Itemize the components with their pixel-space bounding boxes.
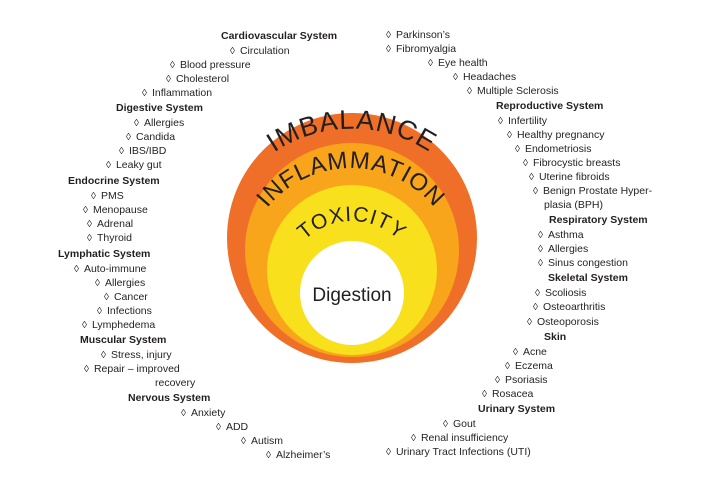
list-item: Allergies (95, 277, 145, 290)
endocrine-heading: Endocrine System (68, 175, 160, 187)
reproductive-heading: Reproductive System (496, 100, 604, 112)
list-item: Adrenal (87, 218, 133, 231)
list-item: Allergies (134, 117, 184, 130)
list-item: Osteoarthritis (533, 301, 605, 314)
digestion-label: Digestion (312, 285, 391, 306)
list-item: Auto-immune (74, 263, 146, 276)
list-item: IBS/IBD (119, 145, 166, 158)
respiratory-heading: Respiratory System (549, 214, 648, 226)
list-item: Uterine fibroids (529, 171, 610, 184)
list-item: Leaky gut (106, 159, 162, 172)
list-item: Anxiety (181, 407, 225, 420)
skin-heading: Skin (544, 331, 567, 343)
list-item-continuation: plasia (BPH) (544, 199, 603, 211)
list-item: Sinus congestion (538, 257, 628, 270)
list-item: Asthma (538, 229, 584, 242)
list-item: Scoliosis (535, 287, 586, 300)
list-item: Circulation (230, 45, 290, 58)
lymphatic-heading: Lymphatic System (58, 248, 151, 260)
list-item: Acne (513, 346, 547, 359)
list-item: Stress, injury (101, 349, 172, 362)
list-item: Healthy pregnancy (507, 129, 605, 142)
list-item: Cholesterol (166, 73, 229, 86)
list-item: Infections (97, 305, 152, 318)
list-item: Lymphedema (82, 319, 155, 332)
cardiovascular-heading: Cardiovascular System (221, 30, 338, 42)
list-item: Benign Prostate Hyper- (533, 185, 652, 198)
list-item: ADD (216, 421, 248, 434)
list-item: Cancer (104, 291, 148, 304)
list-item: Inflammation (142, 87, 212, 100)
list-item: Psoriasis (495, 374, 548, 387)
list-item: Renal insufficiency (411, 432, 508, 445)
list-item: Multiple Sclerosis (467, 85, 559, 98)
list-item: Allergies (538, 243, 588, 256)
list-item: Gout (443, 418, 476, 431)
list-item: Urinary Tract Infections (UTI) (386, 446, 531, 459)
skeletal-heading: Skeletal System (548, 272, 628, 284)
nervous-heading: Nervous System (128, 392, 211, 404)
digestive-heading: Digestive System (116, 102, 203, 114)
list-item: PMS (91, 190, 124, 203)
list-item: Rosacea (482, 388, 533, 401)
muscular-heading: Muscular System (80, 334, 167, 346)
list-item: Blood pressure (170, 59, 251, 72)
list-item: Menopause (83, 204, 148, 217)
list-item: Autism (241, 435, 283, 448)
list-item: Eye health (428, 57, 488, 70)
list-item: Repair – improved (84, 363, 180, 376)
list-item: Endometriosis (515, 143, 592, 156)
list-item: Fibromyalgia (386, 43, 456, 56)
list-item: Candida (126, 131, 175, 144)
list-item: Alzheimer’s (266, 449, 330, 462)
list-item: Thyroid (87, 232, 132, 245)
list-item: Fibrocystic breasts (523, 157, 621, 170)
list-item: Eczema (505, 360, 553, 373)
list-item-continuation: recovery (155, 377, 196, 389)
list-item: Headaches (453, 71, 516, 84)
digestion-core (300, 241, 404, 345)
list-item: Parkinson’s (386, 29, 450, 42)
list-item: Osteoporosis (527, 316, 599, 329)
urinary-heading: Urinary System (478, 403, 556, 415)
list-item: Infertility (498, 115, 547, 128)
